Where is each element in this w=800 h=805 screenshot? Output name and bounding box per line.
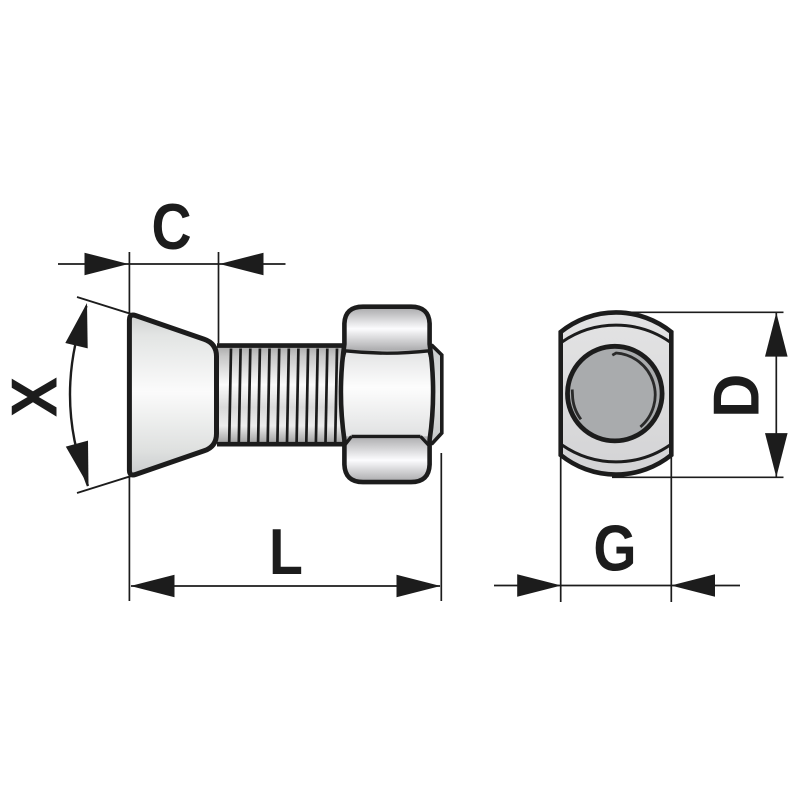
- svg-text:L: L: [269, 516, 303, 588]
- svg-text:C: C: [151, 191, 191, 263]
- svg-text:G: G: [593, 512, 636, 584]
- svg-text:X: X: [0, 377, 71, 418]
- svg-text:D: D: [701, 374, 773, 418]
